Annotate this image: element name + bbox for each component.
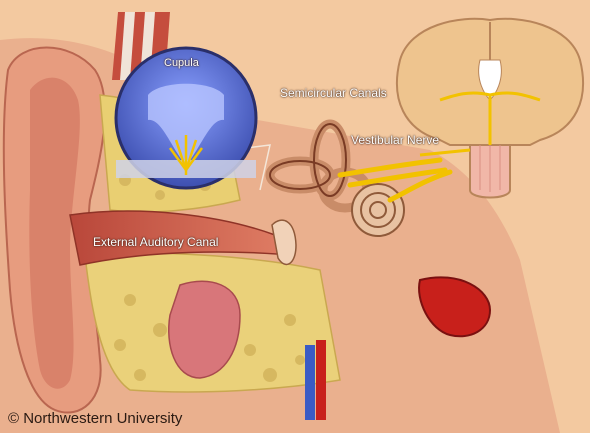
label-cupula: Cupula xyxy=(164,57,199,69)
pinna-fold xyxy=(29,77,80,389)
artery xyxy=(418,276,492,338)
semicircular-canals-outline xyxy=(269,123,347,197)
eardrum xyxy=(271,219,297,266)
label-external-auditory-canal: External Auditory Canal xyxy=(93,235,219,249)
copyright-notice: © Northwestern University xyxy=(8,410,183,427)
cupula-inset xyxy=(114,46,271,191)
cochlea xyxy=(351,183,405,237)
label-vestibular-nerve: Vestibular Nerve xyxy=(351,133,440,147)
vestibular-nerve-shape xyxy=(337,157,453,203)
brain-section xyxy=(395,17,585,199)
label-semicircular-canals: Semicircular Canals xyxy=(280,86,387,100)
nerve-connector xyxy=(419,148,471,157)
vessel-red xyxy=(316,340,326,420)
bone-texture xyxy=(114,174,305,382)
muscle-stripe xyxy=(120,12,135,80)
gland xyxy=(168,280,241,379)
vessel-blue xyxy=(305,345,315,420)
